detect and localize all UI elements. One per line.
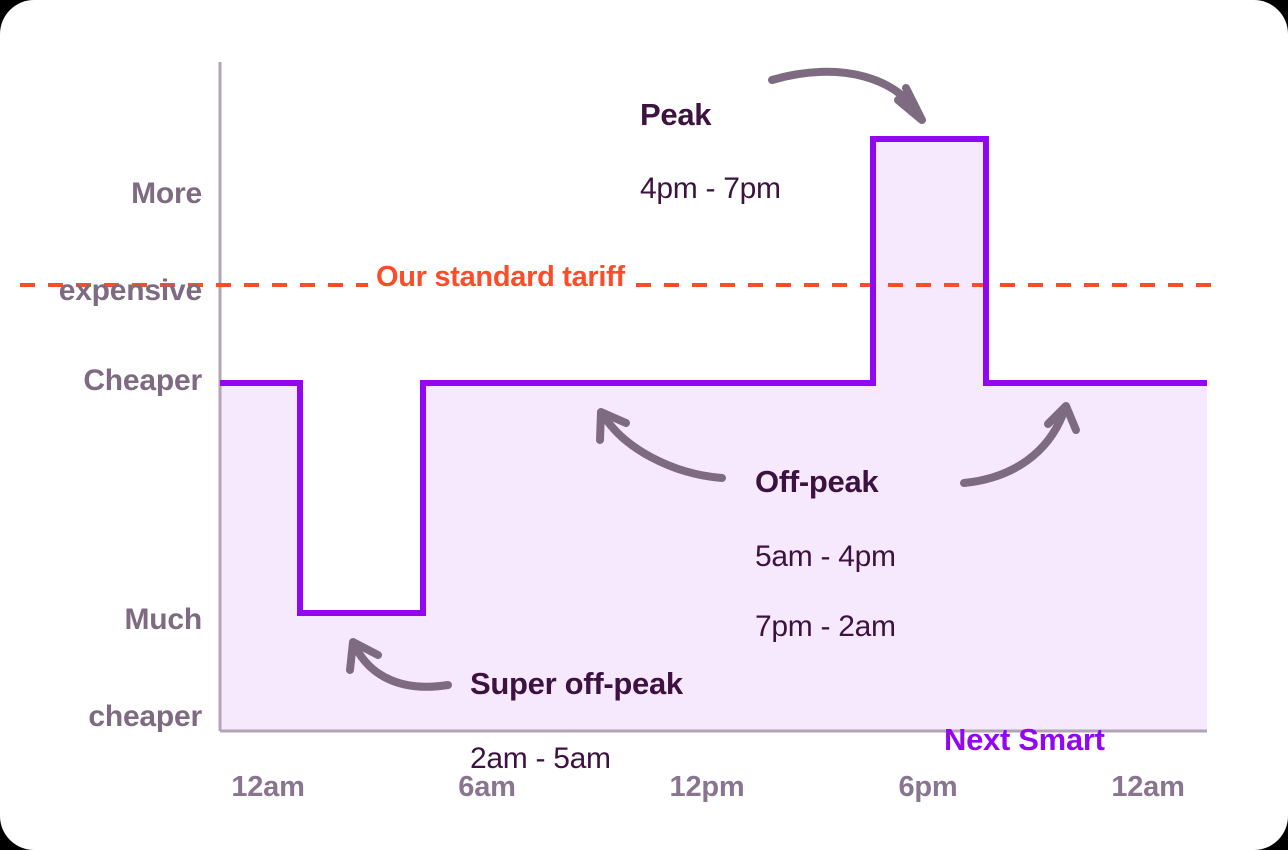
tariff-step-line	[220, 136, 1207, 616]
peak-arrow-icon	[768, 67, 926, 124]
x-axis-tick-4: 12am	[1111, 771, 1185, 803]
annotation-super-off-peak-time: 2am - 5am	[470, 741, 611, 775]
y-axis-label-cheaper: Cheaper	[83, 364, 202, 397]
x-axis-tick-3: 6pm	[898, 771, 958, 803]
standard-tariff-label: Our standard tariff	[368, 261, 633, 294]
super-off-peak-arrow-icon	[346, 638, 452, 691]
y-axis-label-much-cheaper: Much cheaper	[88, 539, 202, 798]
off-peak-right-arrow-icon	[960, 402, 1080, 487]
annotation-super-off-peak-title: Super off-peak	[470, 665, 683, 701]
annotation-peak-time: 4pm - 7pm	[640, 171, 781, 205]
annotation-peak: Peak 4pm - 7pm	[640, 63, 781, 239]
y-axis-label-more-expensive-line1: More	[131, 176, 202, 210]
x-axis-tick-0: 12am	[231, 771, 305, 803]
annotation-off-peak: Off-peak 5am - 4pm 7pm - 2am	[755, 430, 896, 678]
annotation-off-peak-time-1: 5am - 4pm	[755, 539, 896, 573]
y-axis-label-much-cheaper-line2: cheaper	[88, 699, 202, 733]
series-label-next-smart-saver-tariff: Next Smart Saver tariff	[944, 620, 1105, 850]
annotation-super-off-peak: Super off-peak 2am - 5am	[470, 632, 683, 809]
x-axis-tick-2: 12pm	[669, 771, 745, 803]
tariff-area-fill	[220, 139, 1207, 731]
off-peak-left-arrow-icon	[596, 408, 726, 482]
y-axis-label-more-expensive: More expensive	[59, 113, 202, 372]
annotation-off-peak-time-2: 7pm - 2am	[755, 610, 896, 644]
series-label-line1: Next Smart	[944, 722, 1105, 758]
x-axis-tick-1: 6am	[458, 771, 516, 803]
y-axis-label-much-cheaper-line1: Much	[124, 602, 202, 636]
annotation-off-peak-title: Off-peak	[755, 463, 879, 499]
y-axis-label-more-expensive-line2: expensive	[58, 273, 202, 307]
annotation-peak-title: Peak	[640, 96, 712, 132]
